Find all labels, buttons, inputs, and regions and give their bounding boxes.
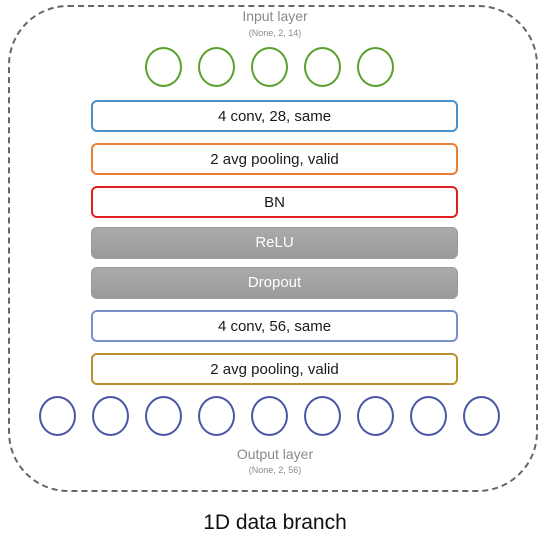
layer-block: Dropout: [91, 267, 458, 299]
layer-block: 4 conv, 56, same: [91, 310, 458, 342]
input-node: [304, 47, 341, 87]
output-node: [410, 396, 447, 436]
input-layer-shape: (None, 2, 14): [248, 28, 302, 38]
branch-frame: [8, 5, 538, 492]
input-node-row: [0, 47, 550, 89]
input-node: [198, 47, 235, 87]
layer-block: ReLU: [91, 227, 458, 259]
output-layer-shape: (None, 2, 56): [248, 465, 302, 475]
layer-block: 2 avg pooling, valid: [91, 143, 458, 175]
output-node: [39, 396, 76, 436]
output-node-row: [0, 396, 550, 438]
input-node: [357, 47, 394, 87]
output-node: [145, 396, 182, 436]
output-layer-title: Output layer: [236, 446, 314, 462]
input-layer-title: Input layer: [242, 8, 308, 24]
layer-block: BN: [91, 186, 458, 218]
input-node: [145, 47, 182, 87]
layer-block: 4 conv, 28, same: [91, 100, 458, 132]
input-node: [251, 47, 288, 87]
output-node: [357, 396, 394, 436]
output-node: [304, 396, 341, 436]
output-node: [198, 396, 235, 436]
diagram-caption: 1D data branch: [203, 511, 347, 534]
output-node: [251, 396, 288, 436]
layer-block: 2 avg pooling, valid: [91, 353, 458, 385]
output-node: [92, 396, 129, 436]
output-node: [463, 396, 500, 436]
